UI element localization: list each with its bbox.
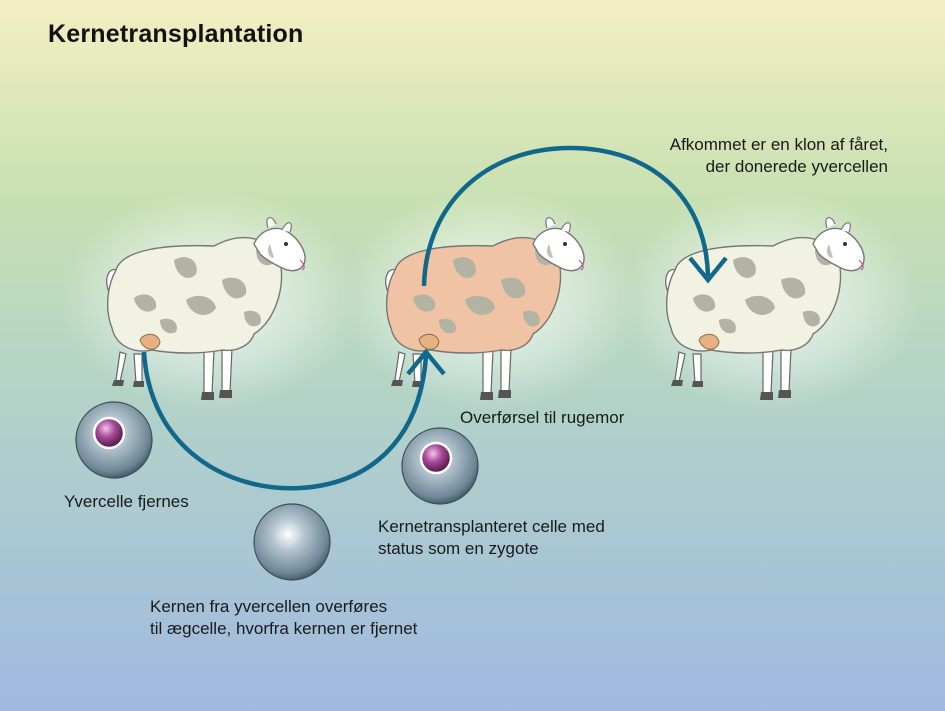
offspring-caption: Afkommet er en klon af fåret, der donere… xyxy=(669,135,888,176)
enucleated-egg-cell xyxy=(253,503,331,581)
surrogate-caption: Overførsel til rugemor xyxy=(460,408,625,427)
nucleus xyxy=(419,441,453,475)
nucleus xyxy=(92,416,126,450)
arrow-donor-to-surrogate xyxy=(141,351,429,491)
surrogate-sheep xyxy=(385,217,585,400)
page-title: Kernetransplantation xyxy=(48,20,304,48)
arrowhead xyxy=(406,348,446,376)
udder-cell xyxy=(75,401,153,479)
arrow-surrogate-to-offspring xyxy=(421,145,711,287)
transfer-caption: Kernen fra yvercellen overføres til ægce… xyxy=(150,597,418,638)
udder-cell-caption: Yvercelle fjernes xyxy=(64,492,189,511)
arrowhead xyxy=(688,256,728,284)
offspring-sheep xyxy=(665,217,865,400)
donor-sheep xyxy=(106,217,306,400)
zygote-cell xyxy=(401,427,479,505)
zygote-caption: Kernetransplanteret celle med status som… xyxy=(378,517,605,558)
